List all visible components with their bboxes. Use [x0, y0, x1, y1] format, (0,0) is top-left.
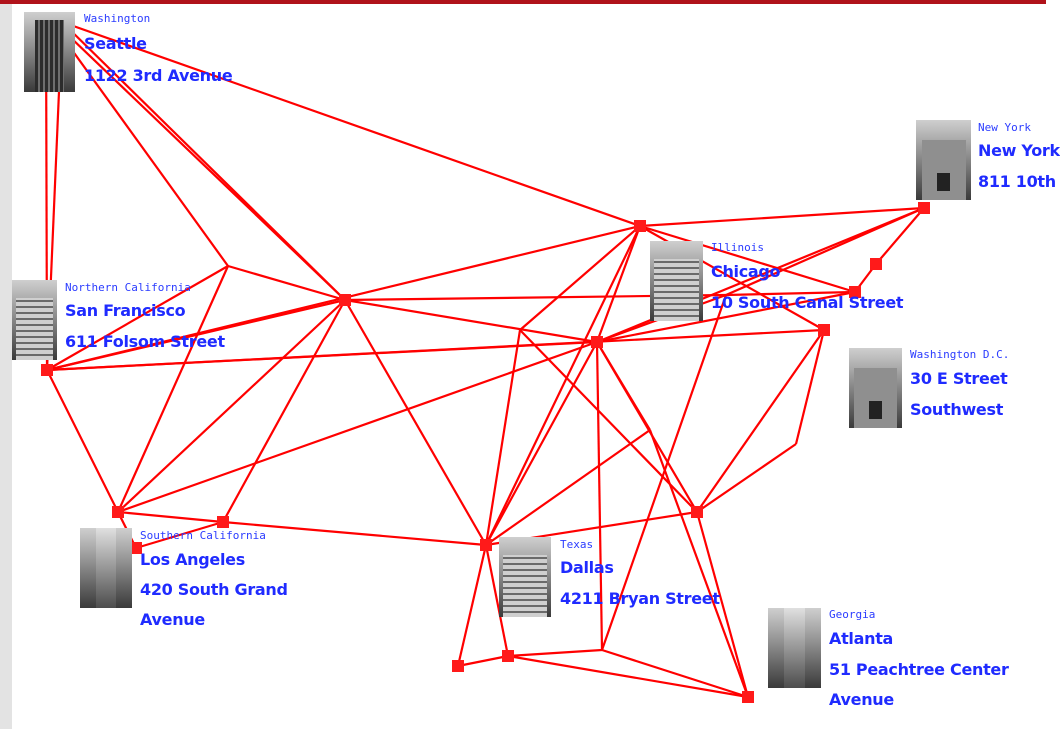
network-link	[46, 328, 825, 372]
dallas-building-photo	[499, 537, 551, 617]
network-link	[794, 329, 826, 445]
network-link	[639, 224, 856, 294]
network-link	[344, 299, 487, 546]
network-link	[227, 264, 346, 302]
losangeles-region: Southern California	[140, 529, 266, 542]
network-node	[452, 660, 464, 672]
network-link	[595, 225, 642, 343]
network-link	[596, 290, 856, 344]
network-node	[339, 294, 351, 306]
network-link	[696, 443, 797, 513]
network-link	[485, 341, 598, 546]
washingtondc-address-line2: Southwest	[910, 400, 1004, 419]
network-nodes	[41, 202, 930, 703]
network-node	[217, 516, 229, 528]
washingtondc-building-photo	[849, 348, 902, 428]
losangeles-building-photo	[80, 528, 132, 608]
network-link	[45, 13, 346, 301]
network-node	[742, 691, 754, 703]
chicago-city[interactable]: Chicago	[711, 262, 781, 281]
sanfrancisco-address: 611 Folsom Street	[65, 332, 225, 351]
network-link	[46, 369, 119, 513]
network-node	[591, 336, 603, 348]
network-link	[485, 429, 651, 546]
network-node	[849, 286, 861, 298]
network-link	[222, 299, 346, 523]
network-link	[484, 544, 510, 657]
network-link	[519, 225, 641, 331]
network-link	[117, 299, 346, 513]
network-node	[112, 506, 124, 518]
atlanta-address-line2: Avenue	[829, 690, 894, 709]
network-link	[601, 648, 749, 699]
network-node	[502, 650, 514, 662]
network-links	[44, 13, 925, 699]
sanfrancisco-building-photo	[12, 280, 57, 360]
network-link	[507, 654, 749, 699]
chicago-building-photo	[650, 241, 703, 321]
atlanta-building-photo	[768, 608, 821, 688]
network-link	[507, 648, 603, 658]
seattle-city[interactable]: Seattle	[84, 34, 147, 53]
dallas-city[interactable]: Dallas	[560, 558, 614, 577]
sanfrancisco-region: Northern California	[65, 281, 191, 294]
network-link	[116, 265, 230, 513]
seattle-region: Washington	[84, 12, 151, 25]
network-link	[596, 341, 651, 431]
sanfrancisco-city[interactable]: San Francisco	[65, 301, 186, 320]
washingtondc-region: Washington D.C.	[910, 348, 1010, 361]
network-link	[46, 265, 229, 371]
network-node	[41, 364, 53, 376]
network-link	[61, 20, 641, 228]
newyork-building-photo	[916, 120, 971, 200]
network-link	[648, 429, 750, 698]
losangeles-address-line2: Avenue	[140, 610, 205, 629]
network-link	[595, 341, 604, 651]
losangeles-address-line1: 420 South Grand	[140, 580, 288, 599]
network-node	[918, 202, 930, 214]
network-link	[875, 207, 925, 265]
network-link	[344, 298, 598, 344]
network-link	[117, 340, 598, 514]
network-link	[135, 520, 224, 550]
network-node	[870, 258, 882, 270]
network-link	[117, 510, 224, 524]
network-node	[130, 542, 142, 554]
left-scroll-rail	[0, 4, 12, 729]
top-rule	[0, 0, 1046, 4]
network-link	[457, 654, 509, 668]
newyork-city[interactable]: New York	[978, 141, 1060, 160]
network-link	[456, 544, 488, 667]
network-link	[725, 290, 856, 297]
atlanta-city[interactable]: Atlanta	[829, 629, 894, 648]
chicago-region: Illinois	[711, 241, 764, 254]
atlanta-region: Georgia	[829, 608, 876, 621]
network-link	[485, 225, 641, 546]
seattle-building-photo	[24, 12, 75, 92]
dallas-region: Texas	[560, 538, 594, 551]
network-link	[639, 206, 925, 228]
network-node	[480, 539, 492, 551]
chicago-address: 10 South Canal Street	[711, 293, 904, 312]
newyork-region: New York	[978, 121, 1031, 134]
network-link	[519, 329, 698, 513]
network-node	[691, 506, 703, 518]
network-link	[600, 294, 728, 651]
dallas-address: 4211 Bryan Street	[560, 589, 720, 608]
losangeles-city[interactable]: Los Angeles	[140, 550, 245, 569]
newyork-address: 811 10th	[978, 172, 1056, 191]
network-link	[484, 329, 522, 546]
network-link	[222, 520, 487, 547]
atlanta-address-line1: 51 Peachtree Center	[829, 660, 1009, 679]
network-link	[695, 511, 750, 698]
network-node	[818, 324, 830, 336]
network-node	[634, 220, 646, 232]
washingtondc-address-line1[interactable]: 30 E Street	[910, 369, 1008, 388]
network-link	[696, 329, 825, 513]
network-link	[45, 13, 229, 267]
seattle-address: 1122 3rd Avenue	[84, 66, 233, 85]
